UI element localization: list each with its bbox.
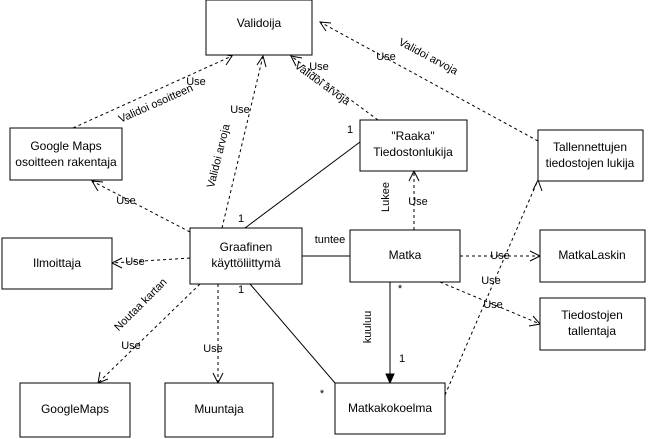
mult-matkakokoelma-1: 1 xyxy=(399,353,405,365)
label-kuuluu: kuuluu xyxy=(362,311,374,343)
node-tallennettujen-line-1: Tallennettujen xyxy=(553,140,627,154)
node-tallentaja-line-2: tallentaja xyxy=(568,324,616,338)
edge-gui-raaka xyxy=(244,141,361,229)
node-googlemaps-line-1: GoogleMaps xyxy=(41,402,109,416)
edge-gui-matkakokoelma xyxy=(249,283,336,384)
node-google-maps-builder: Google Maps osoitteen rakentaja xyxy=(9,127,123,181)
node-raaka-line-2: Tiedostonlukija xyxy=(373,145,453,159)
label-use-gui-validoija: Use xyxy=(230,104,250,116)
label-use-matka-tallentaja: Use xyxy=(483,299,503,311)
edge-tallennettujen-validoija xyxy=(319,21,539,142)
label-use-raaka-validoija: Use xyxy=(309,61,329,73)
node-googlemaps: GoogleMaps xyxy=(19,382,131,438)
node-matka-line-1: Matka xyxy=(389,248,422,262)
node-matkakokoelma: Matkakokoelma xyxy=(334,382,446,435)
node-graafinen-kayttoliittyma: Graafinen käyttöliittymä xyxy=(189,227,303,285)
node-ilmoittaja-line-1: Ilmoittaja xyxy=(33,256,81,270)
edge-matkakokoelma-tallennettujen xyxy=(444,178,543,396)
node-tallennettujen-lukija: Tallennettujen tiedostojen lukija xyxy=(537,129,644,182)
label-use-gui-googlemaps: Use xyxy=(121,340,141,352)
mult-gui-raaka-1: 1 xyxy=(238,213,244,225)
edge-gmbuilder-validoija xyxy=(72,53,233,129)
mult-raaka-1: 1 xyxy=(347,124,353,136)
edge-gui-validoija xyxy=(221,54,267,229)
node-matkalaskin-line-1: MatkaLaskin xyxy=(558,248,625,262)
node-tallennettujen-line-2: tiedostojen lukija xyxy=(546,156,635,170)
node-matkakokoelma-line-1: Matkakokoelma xyxy=(348,401,432,415)
edge-gui-ilmoittaja xyxy=(110,257,191,269)
label-use-tallennettujen-validoija: Use xyxy=(376,51,396,63)
label-use-gui-gmbuilder: Use xyxy=(116,195,136,207)
edge-raaka-validoija xyxy=(290,55,379,121)
mult-gui-matkakokoelma-1: 1 xyxy=(238,284,244,296)
node-matka: Matka xyxy=(349,229,461,283)
node-muuntaja: Muuntaja xyxy=(164,382,274,438)
edge-gui-gmbuilder xyxy=(91,180,191,233)
node-tiedostojen-tallentaja: Tiedostojen tallentaja xyxy=(539,297,646,351)
label-validoi-osoitteen: Validoi osoitteen xyxy=(117,82,195,125)
label-use-gmbuilder-validoija: Use xyxy=(186,76,206,88)
label-tuntee: tuntee xyxy=(315,234,346,246)
label-use-gui-ilmoittaja: Use xyxy=(125,256,145,268)
label-use-gui-muuntaja: Use xyxy=(203,343,223,355)
mult-matka-many: * xyxy=(398,283,403,295)
edge-gui-muuntaja xyxy=(212,284,224,385)
label-validoi-arvoja-gui: Validoi arvoja xyxy=(205,122,233,189)
mult-matkakokoelma-many: * xyxy=(320,388,325,400)
label-use-matka-matkalaskin: Use xyxy=(490,250,510,262)
node-ilmoittaja: Ilmoittaja xyxy=(1,237,113,290)
node-google-maps-builder-line-2: osoitteen rakentaja xyxy=(15,155,117,169)
node-validoija-line-1: Validoija xyxy=(237,16,282,30)
node-matkalaskin: MatkaLaskin xyxy=(539,229,646,283)
label-use-matka-raaka: Use xyxy=(408,196,428,208)
node-gui-line-1: Graafinen xyxy=(220,240,273,254)
edge-matka-matkakokoelma xyxy=(385,282,395,385)
label-validoi-arvoja-tallennettujen: Validoi arvoja xyxy=(396,36,460,78)
node-validoija: Validoija xyxy=(205,0,313,56)
node-raaka-tiedostonlukija: "Raaka" Tiedostonlukija xyxy=(359,119,468,172)
node-tallentaja-line-1: Tiedostojen xyxy=(561,308,623,322)
label-lukee: Lukee xyxy=(380,182,392,212)
node-gui-line-2: käyttöliittymä xyxy=(211,256,281,270)
node-google-maps-builder-line-1: Google Maps xyxy=(30,139,101,153)
node-muuntaja-line-1: Muuntaja xyxy=(194,402,244,416)
label-use-matkakokoelma-tallennettujen: Use xyxy=(481,275,501,287)
label-noutaa-kartan: Noutaa kartan xyxy=(112,276,169,333)
node-raaka-line-1: "Raaka" xyxy=(391,129,434,143)
